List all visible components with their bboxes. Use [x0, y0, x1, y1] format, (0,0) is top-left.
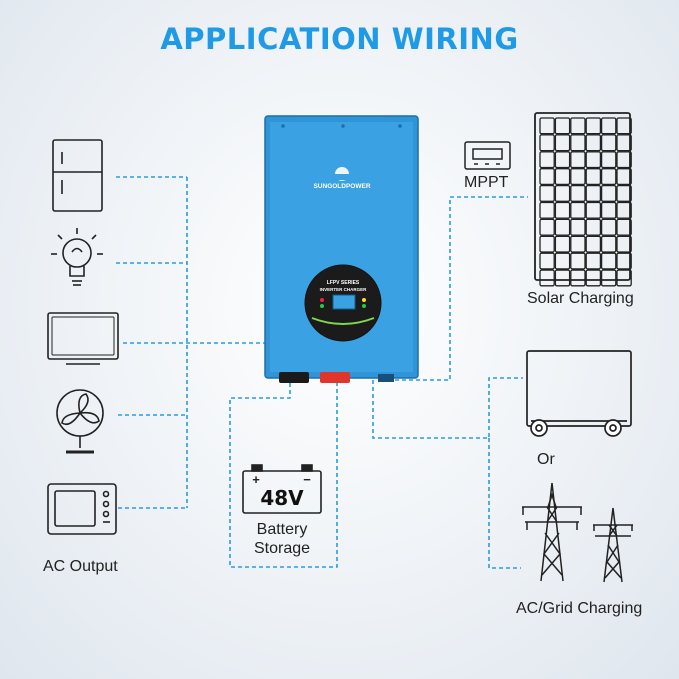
solar-cell — [539, 184, 555, 202]
solar-panel-icon — [534, 112, 632, 287]
solar-cell — [554, 201, 571, 219]
solar-cell — [539, 117, 555, 135]
solar-cell — [570, 168, 586, 186]
solar-cell — [616, 151, 632, 169]
light-bulb-icon — [51, 228, 103, 286]
solar-cell — [570, 184, 586, 202]
battery-plus: + — [252, 472, 260, 487]
solar-cell — [570, 134, 586, 152]
battery-minus: − — [303, 472, 311, 487]
solar-cell — [585, 117, 602, 135]
battery-label-line2: Storage — [253, 540, 311, 557]
solar-cell — [616, 218, 632, 236]
solar-cell — [554, 235, 571, 253]
solar-cell — [570, 252, 586, 270]
solar-cell — [600, 218, 617, 236]
fan-icon — [56, 389, 104, 454]
battery-label-line1: Battery — [256, 521, 308, 538]
refrigerator-icon — [52, 139, 103, 212]
solar-cell — [600, 184, 617, 202]
inverter-series: LFPV SERIES — [327, 280, 360, 286]
solar-cell — [539, 151, 555, 169]
solar-cell — [539, 201, 555, 219]
solar-cell — [585, 218, 602, 236]
inverter: SUNGOLDPOWER LFPV SERIES INVERTER CHARGE… — [264, 115, 419, 383]
solar-cell — [539, 168, 555, 186]
solar-cell — [616, 269, 632, 287]
solar-cell — [570, 269, 586, 287]
wire-grid — [372, 377, 523, 569]
transmission-tower-icon — [522, 482, 633, 583]
terminal-black — [279, 372, 309, 383]
wiring-lines — [116, 176, 528, 569]
solar-cell — [554, 269, 571, 287]
grid-charging-label: AC/Grid Charging — [516, 600, 643, 617]
solar-cell — [554, 151, 571, 169]
solar-cell — [616, 235, 632, 253]
solar-cell — [600, 235, 617, 253]
solar-charging-label: Solar Charging — [527, 290, 634, 307]
terminal-red — [320, 372, 350, 383]
solar-cell — [585, 151, 602, 169]
wire-battery-neg — [229, 383, 338, 568]
solar-cell — [600, 269, 617, 287]
solar-cell — [554, 134, 571, 152]
page-title: APPLICATION WIRING — [160, 22, 519, 56]
solar-cell — [539, 252, 555, 270]
generator-icon — [526, 350, 632, 437]
solar-cell — [539, 235, 555, 253]
solar-cell — [570, 151, 586, 169]
solar-cell — [600, 168, 617, 186]
inverter-brand: SUNGOLDPOWER — [313, 183, 370, 190]
battery-icon — [242, 464, 322, 514]
solar-cell — [539, 218, 555, 236]
solar-cell — [554, 168, 571, 186]
solar-cell — [585, 269, 602, 287]
solar-cell — [600, 252, 617, 270]
ac-output-label: AC Output — [43, 558, 118, 575]
inverter-lcd — [332, 294, 356, 310]
solar-cell — [600, 134, 617, 152]
microwave-icon — [47, 483, 117, 535]
inverter-subtitle: INVERTER CHARGER — [320, 287, 368, 292]
solar-cell — [616, 168, 632, 186]
mppt-icon — [464, 141, 511, 170]
solar-cell — [554, 184, 571, 202]
or-label: Or — [537, 451, 555, 468]
solar-cell — [539, 269, 555, 287]
solar-cell — [600, 117, 617, 135]
solar-cell — [554, 252, 571, 270]
solar-cell — [585, 184, 602, 202]
solar-cell — [554, 218, 571, 236]
solar-cell — [570, 235, 586, 253]
solar-cell — [570, 117, 586, 135]
solar-cell — [600, 201, 617, 219]
solar-cell — [616, 117, 632, 135]
mppt-label: MPPT — [464, 174, 509, 191]
television-icon — [47, 312, 119, 365]
solar-cell — [600, 151, 617, 169]
solar-cell — [616, 201, 632, 219]
solar-cell — [585, 168, 602, 186]
solar-cell — [570, 218, 586, 236]
battery-voltage: 48V — [260, 486, 304, 510]
wire-solar — [395, 196, 528, 381]
solar-cell — [585, 201, 602, 219]
solar-cell — [616, 252, 632, 270]
solar-cell — [570, 201, 586, 219]
solar-cell — [585, 235, 602, 253]
solar-cell — [585, 134, 602, 152]
solar-cell — [554, 117, 571, 135]
solar-cell — [539, 134, 555, 152]
solar-cell — [616, 184, 632, 202]
solar-cell — [585, 252, 602, 270]
solar-cell — [616, 134, 632, 152]
